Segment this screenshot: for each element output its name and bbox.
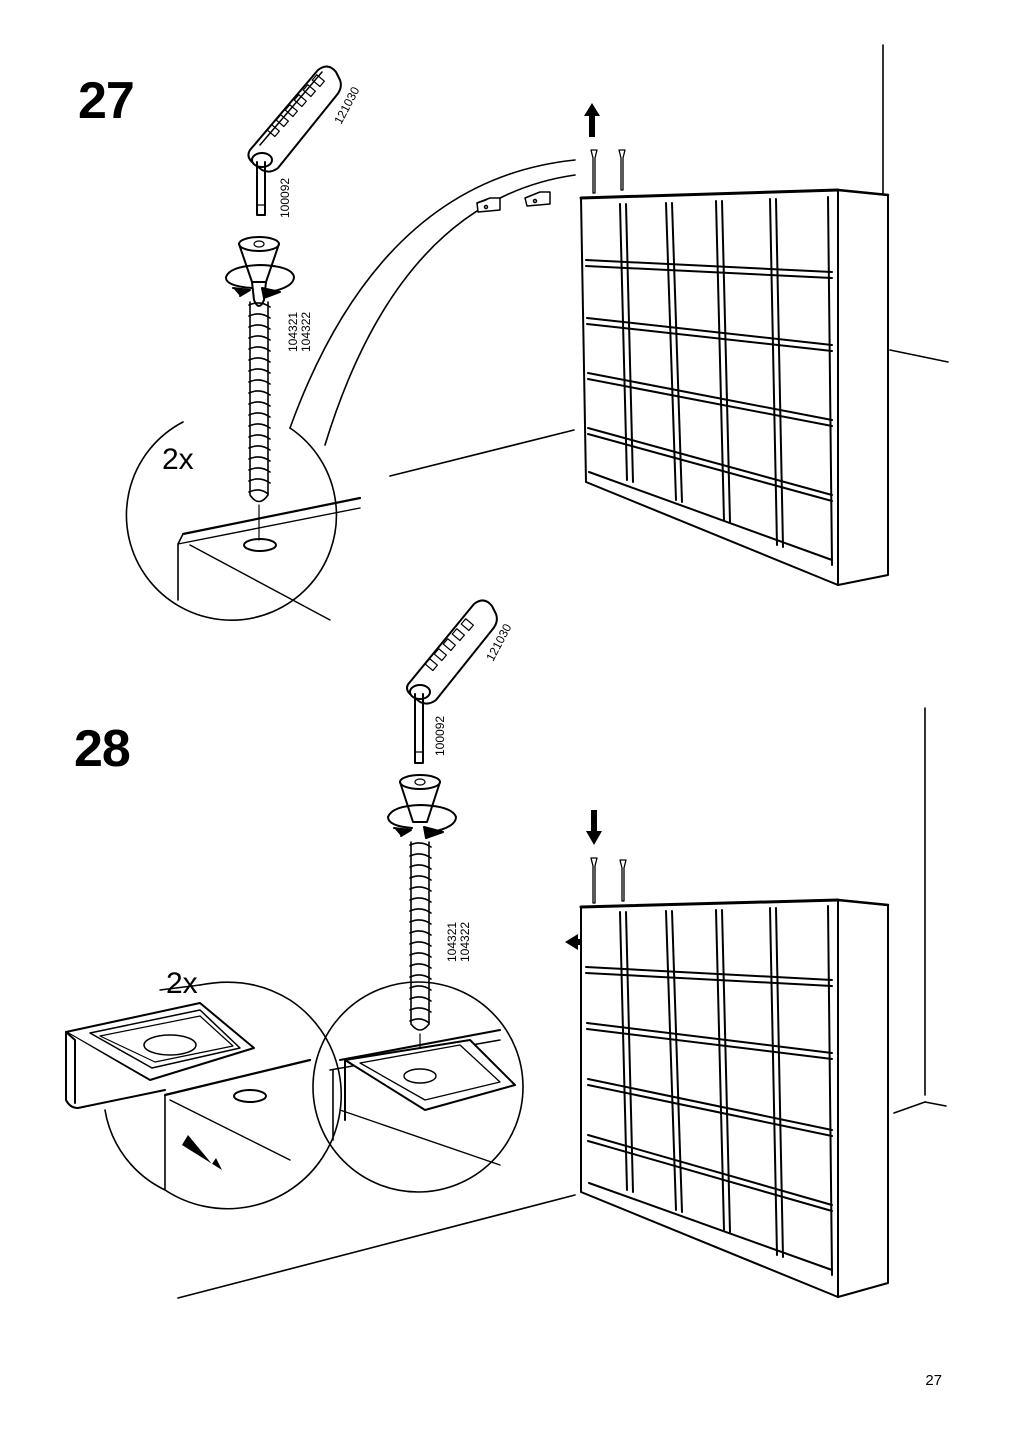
rotate-clockwise-arrow-icon-2 bbox=[387, 804, 457, 839]
arrow-up-icon bbox=[584, 103, 600, 137]
step-number-27: 27 bbox=[78, 72, 135, 130]
quantity-label: 2x bbox=[162, 443, 194, 476]
arrow-left-icon bbox=[565, 934, 594, 950]
room-lines-28 bbox=[177, 707, 947, 1299]
page-number: 27 bbox=[925, 1372, 942, 1389]
screw-icon-2 bbox=[399, 774, 441, 1076]
detail-circle-27 bbox=[125, 159, 576, 621]
small-screws-28 bbox=[590, 857, 627, 904]
arrow-down-icon bbox=[586, 810, 602, 845]
screwdriver-tool-icon-2 bbox=[406, 599, 498, 764]
angle-bracket-icon bbox=[65, 1002, 255, 1109]
shelf-unit-27 bbox=[579, 188, 890, 586]
wall-bracket-icon bbox=[476, 191, 551, 213]
screw-code-4: 104322 bbox=[458, 922, 472, 962]
step-number-28: 28 bbox=[74, 720, 131, 778]
step-28-illustration: 121030 100092 104321 104322 2x bbox=[65, 599, 947, 1299]
screw-code-1: 104321 bbox=[286, 312, 300, 352]
detail-circle-28-left bbox=[104, 981, 343, 1210]
push-arrow-icon bbox=[182, 1135, 222, 1170]
screwdriver-tool-icon bbox=[247, 65, 342, 216]
screw-code-3: 104321 bbox=[445, 922, 459, 962]
bit-code-label: 100092 bbox=[278, 178, 292, 218]
bit-code-label-2: 100092 bbox=[433, 716, 447, 756]
quantity-label-2: 2x bbox=[166, 967, 198, 1000]
shelf-unit-28 bbox=[579, 898, 890, 1298]
small-screws-27 bbox=[590, 149, 626, 194]
screw-code-2: 104322 bbox=[299, 312, 313, 352]
detail-circle-28-right bbox=[312, 981, 524, 1193]
room-lines-27 bbox=[389, 44, 949, 477]
step-27-illustration: 121030 100092 104321 104322 2x bbox=[125, 44, 949, 621]
screw-icon bbox=[238, 236, 280, 541]
rotate-clockwise-arrow-icon bbox=[225, 264, 295, 299]
